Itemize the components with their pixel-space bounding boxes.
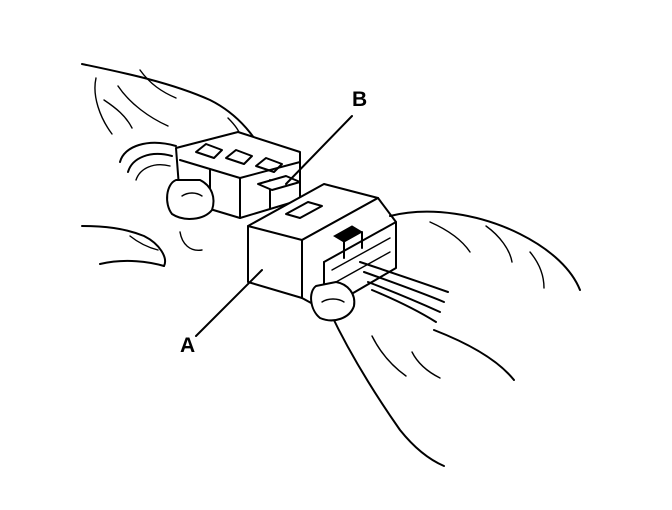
left-thumb xyxy=(166,179,215,220)
callout-b: B xyxy=(285,88,367,185)
callout-a: A xyxy=(180,269,263,357)
callout-b-label: B xyxy=(352,88,367,111)
wires-right xyxy=(359,261,449,323)
right-hand xyxy=(310,210,581,467)
connector-a xyxy=(247,183,397,311)
callout-a-label: A xyxy=(180,334,195,357)
